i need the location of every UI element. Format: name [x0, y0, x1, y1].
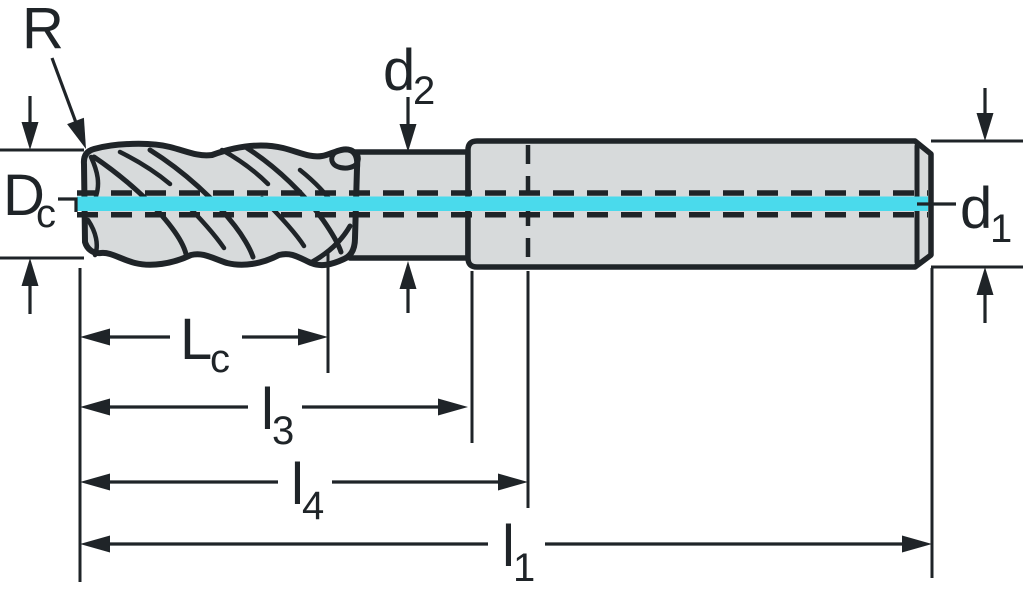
l4-arrowhead-left	[80, 473, 110, 491]
d1-arrowhead-up	[976, 267, 994, 295]
radius-leader-line	[50, 57, 80, 129]
label-l1-sub: 1	[513, 546, 535, 590]
dimension-cutting-length: L c	[80, 307, 328, 381]
radius-arrowhead	[67, 117, 86, 149]
label-d1-sub: 1	[990, 207, 1012, 251]
l1-arrowhead-left	[80, 535, 110, 553]
label-l1-main: l	[502, 514, 515, 579]
flute-runout-hook	[309, 147, 361, 265]
Dc-leader-line	[58, 197, 78, 212]
flute-section	[80, 140, 361, 269]
dimension-l3: l 3	[80, 377, 468, 453]
label-Dc-sub: c	[36, 192, 56, 236]
d1-arrowhead-down	[976, 113, 994, 141]
axis-centerline	[77, 145, 928, 265]
label-d2-main: d	[383, 38, 415, 103]
extension-lines	[78, 253, 934, 582]
Lc-arrowhead-left	[80, 328, 110, 346]
coolant-axis-band	[77, 196, 928, 211]
d2-arrowhead-down	[399, 124, 417, 152]
Dc-arrowhead-up	[21, 258, 39, 286]
flute-land-lines	[117, 147, 339, 251]
l4-arrowhead-right	[498, 473, 528, 491]
l3-arrowhead-left	[80, 398, 110, 416]
Dc-arrowhead-down	[21, 122, 39, 150]
label-d2-sub: 2	[413, 69, 435, 113]
label-l4-sub: 4	[302, 484, 324, 528]
dimension-cutting-diameter: D c	[0, 96, 84, 314]
dimension-l1: l 1	[80, 514, 932, 590]
label-l4-main: l	[291, 452, 304, 517]
label-Lc-main: L	[180, 307, 212, 372]
label-d1-main: d	[960, 176, 992, 241]
label-R: R	[22, 0, 64, 61]
dimension-l4: l 4	[80, 452, 528, 528]
dimension-corner-radius: R	[22, 0, 86, 149]
label-Lc-sub: c	[210, 337, 230, 381]
Lc-arrowhead-right	[298, 328, 328, 346]
dimension-shank-diameter: d 1	[917, 88, 1023, 323]
label-l3-sub: 3	[272, 409, 294, 453]
dimension-neck-diameter: d 2	[383, 38, 435, 313]
d2-arrowhead-up	[399, 261, 417, 289]
l3-arrowhead-right	[438, 398, 468, 416]
l1-arrowhead-right	[902, 535, 932, 553]
label-Dc-main: D	[3, 163, 45, 228]
label-l3-main: l	[261, 377, 274, 442]
